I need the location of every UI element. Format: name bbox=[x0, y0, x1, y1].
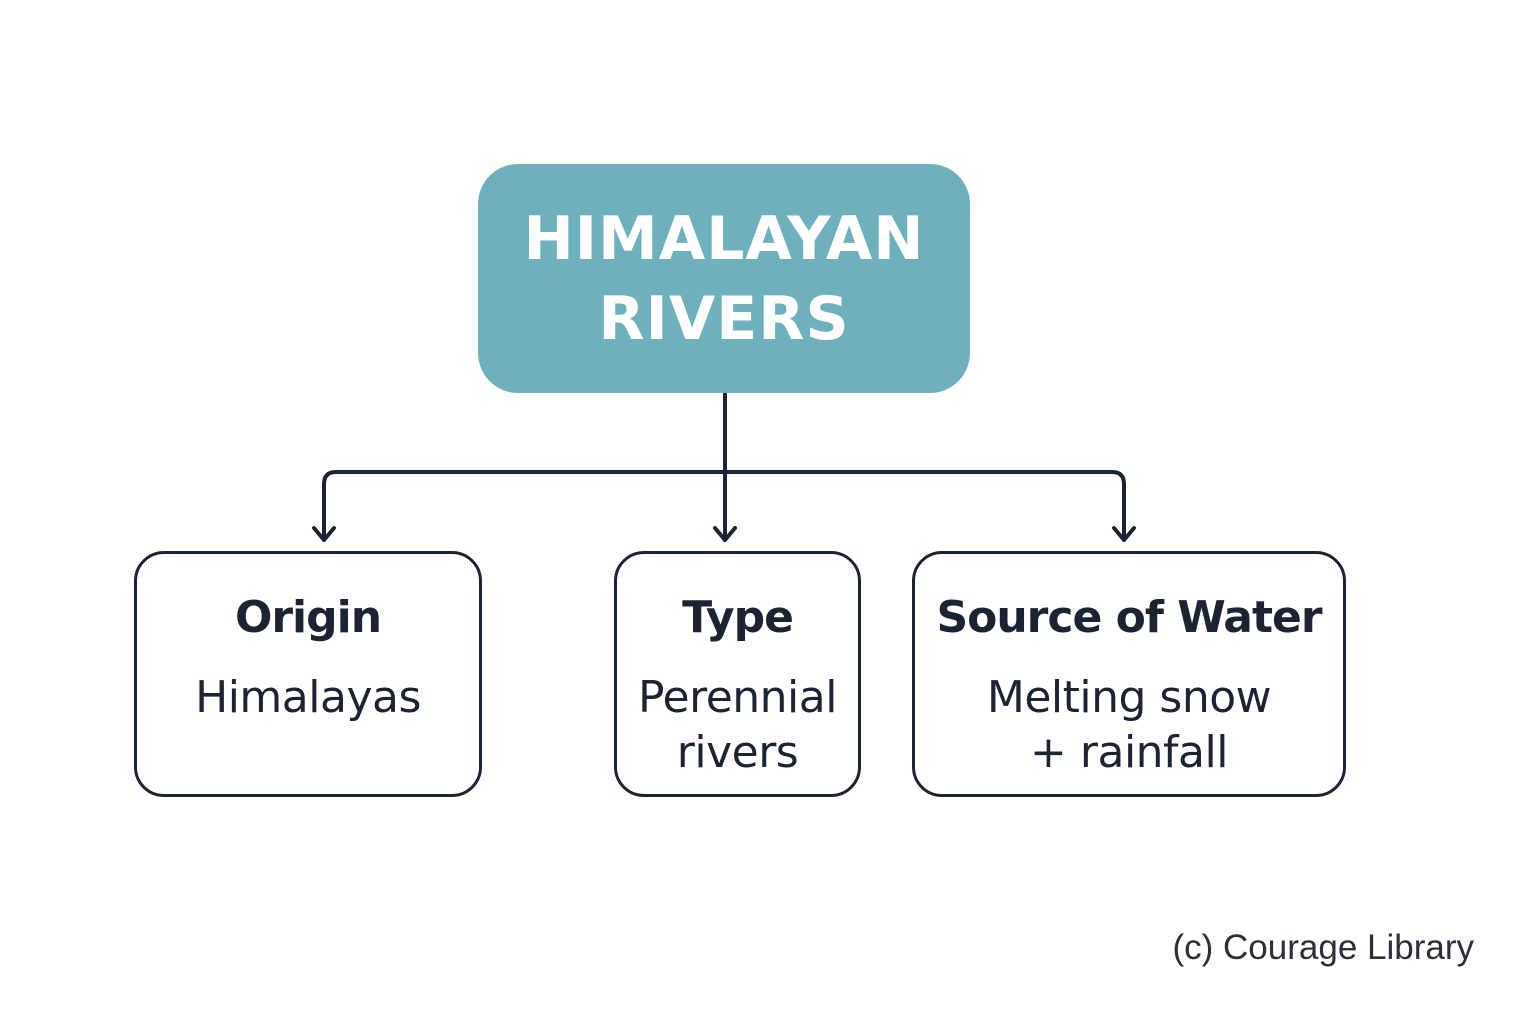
node-source-value-line-1: Melting snow bbox=[986, 672, 1272, 723]
arrowhead-origin bbox=[312, 526, 336, 542]
node-source-title: Source of Water bbox=[936, 592, 1322, 643]
root-title-line-2: RIVERS bbox=[598, 283, 850, 354]
branch-line-right bbox=[723, 470, 1126, 542]
node-source-value-line-2: + rainfall bbox=[1030, 727, 1228, 778]
node-type-title: Type bbox=[682, 592, 794, 643]
node-origin-title: Origin bbox=[234, 592, 382, 643]
node-type-value: Perennial rivers bbox=[617, 670, 858, 780]
node-origin-value: Himalayas bbox=[137, 670, 479, 725]
root-node-himalayan-rivers: HIMALAYAN RIVERS bbox=[478, 164, 970, 393]
node-origin-value-line: Himalayas bbox=[195, 672, 421, 723]
node-type-value-line-2: rivers bbox=[676, 727, 799, 778]
node-source-of-water: Source of Water Melting snow + rainfall bbox=[912, 551, 1346, 797]
node-origin: Origin Himalayas bbox=[134, 551, 482, 797]
arrowhead-source bbox=[1112, 526, 1136, 542]
root-title-line-1: HIMALAYAN bbox=[523, 203, 925, 274]
arrowhead-type bbox=[713, 526, 737, 542]
node-source-value: Melting snow + rainfall bbox=[915, 670, 1343, 780]
branch-line-left bbox=[322, 470, 727, 542]
node-type: Type Perennial rivers bbox=[614, 551, 861, 797]
copyright-credit: (c) Courage Library bbox=[1172, 928, 1475, 967]
node-type-value-line-1: Perennial bbox=[638, 672, 837, 723]
